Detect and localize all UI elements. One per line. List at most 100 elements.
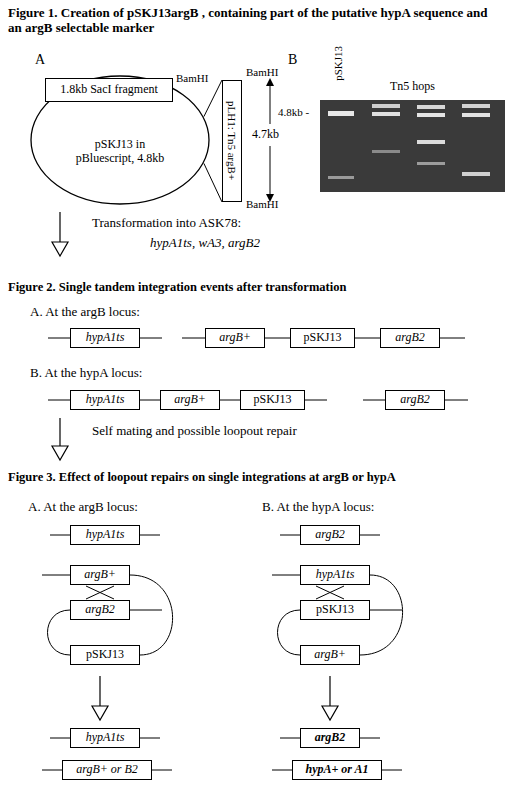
- gene-box: argB2: [380, 328, 440, 348]
- figure-title: Figure 2. Single tandem integration even…: [8, 280, 503, 294]
- chromosome-connector: [265, 338, 290, 339]
- fragment-box: 1.8kb SacI fragment: [45, 78, 173, 102]
- genotype-note: hypA1ts, wA3, argB2: [150, 236, 260, 251]
- size-marker: 4.8kb -: [278, 106, 309, 119]
- step-arrow-shaft: [329, 676, 330, 706]
- gene-box: argB2: [70, 600, 130, 620]
- node-text: pSKJ13: [86, 648, 124, 662]
- gel-band: [417, 162, 445, 165]
- plasmid-box: pSKJ13: [70, 645, 140, 665]
- loop-connector: [278, 610, 301, 655]
- chromosome-line: [363, 400, 385, 401]
- loop-connector: [48, 610, 71, 655]
- gel-band: [328, 111, 354, 116]
- panel-letter: B: [288, 52, 297, 68]
- chromosome-line: [152, 770, 172, 771]
- chromosome-line: [182, 338, 205, 339]
- dimension-line: [270, 146, 271, 196]
- gel-band: [417, 140, 445, 144]
- gel-band: [372, 150, 400, 153]
- step-note: Transformation into ASK78:: [92, 216, 241, 231]
- chromosome-line: [140, 338, 162, 339]
- chromosome-line: [48, 338, 70, 339]
- node-text: hypA+ or A1: [305, 763, 368, 777]
- gene-box: hypA1ts: [300, 565, 370, 585]
- node-text: hypA1ts: [316, 568, 355, 582]
- chromosome-line: [50, 535, 70, 536]
- panel-heading: B. At the hypA locus:: [262, 500, 374, 515]
- plasmid-box: pSKJ13: [300, 600, 370, 620]
- node-text: pSKJ13: [253, 393, 291, 407]
- node-text: 1.8kb SacI fragment: [60, 83, 158, 97]
- gel-band: [372, 112, 400, 116]
- chromosome-connector: [204, 163, 222, 202]
- step-arrow-shaft: [99, 676, 100, 706]
- node-text: argB2: [400, 393, 430, 407]
- chromosome-line: [360, 535, 380, 536]
- gene-box: hypA1ts: [70, 328, 140, 348]
- figure-title: Figure 1. Creation of pSKJ13argB , conta…: [8, 6, 503, 36]
- plasmid-box: pSKJ13: [290, 328, 355, 348]
- node-text: hypA1ts: [86, 331, 125, 345]
- gel-image: [320, 100, 505, 192]
- chromosome-line: [272, 770, 292, 771]
- lane-label: pSKJ13: [332, 46, 345, 81]
- crossover-mark: [86, 586, 114, 599]
- step-note: Self mating and possible loopout repair: [92, 424, 297, 439]
- step-arrow-shaft: [59, 418, 60, 446]
- node-text: hypA1ts: [86, 528, 125, 542]
- crossover-mark: [316, 586, 344, 599]
- chromosome-line: [140, 738, 160, 739]
- gene-box: argB2: [300, 728, 360, 748]
- gene-box: hypA1ts: [70, 525, 140, 545]
- gel-band: [462, 104, 490, 108]
- dimension-arrowhead: [266, 78, 274, 86]
- chromosome-line: [305, 400, 327, 401]
- chromosome-line: [140, 535, 160, 536]
- node-text: hypA1ts: [86, 731, 125, 745]
- node-text: hypA1ts: [86, 393, 125, 407]
- gel-band: [328, 176, 354, 179]
- chromosome-line: [382, 770, 402, 771]
- crossover-mark: [316, 586, 344, 599]
- chromosome-line: [280, 535, 300, 536]
- gene-box: argB+: [205, 328, 265, 348]
- panel-letter: A: [35, 52, 45, 68]
- gel-band: [417, 113, 445, 117]
- step-arrowhead: [92, 706, 108, 720]
- chromosome-line: [42, 575, 70, 576]
- chromosome-line: [42, 770, 62, 771]
- chromosome-line: [370, 610, 402, 611]
- node-text: argB+: [219, 331, 251, 345]
- loop-connector: [130, 575, 173, 655]
- node-text: pSKJ13 in pBluescript, 4.8kb: [65, 138, 175, 166]
- chromosome-line: [280, 738, 300, 739]
- node-text: pSKJ13: [303, 331, 341, 345]
- gene-box: argB2: [300, 525, 360, 545]
- chromosome-line: [272, 575, 300, 576]
- node-text: argB+: [174, 393, 206, 407]
- chromosome-line: [445, 400, 468, 401]
- chromosome-line: [50, 738, 70, 739]
- step-arrowhead: [322, 706, 338, 720]
- gene-box: argB+: [70, 565, 130, 585]
- dimension-line: [270, 84, 271, 124]
- crossover-mark: [86, 586, 114, 599]
- site-label: BamHI: [246, 66, 278, 79]
- panel-heading: A. At the argB locus:: [28, 500, 138, 515]
- panel-heading: B. At the hypA locus:: [30, 366, 142, 381]
- gene-box: argB2: [385, 390, 445, 410]
- node-text: argB+: [84, 568, 116, 582]
- node-text: argB2: [395, 331, 425, 345]
- gene-box: argB+: [300, 645, 360, 665]
- figure-title: Figure 3. Effect of loopout repairs on s…: [8, 470, 508, 484]
- dimension-label: 4.7kb: [252, 128, 279, 142]
- gel-band: [462, 113, 490, 117]
- site-label: BamHI: [176, 72, 208, 85]
- gel-band: [372, 104, 400, 108]
- node-text: argB2: [85, 603, 115, 617]
- plasmid-ring: [31, 76, 209, 204]
- chromosome-line: [360, 738, 380, 739]
- chromosome-connector: [355, 338, 380, 339]
